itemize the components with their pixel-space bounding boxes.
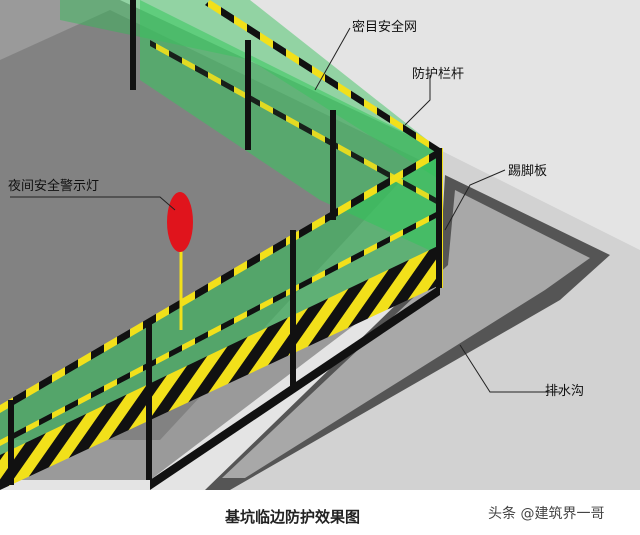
warning-lamp <box>167 192 193 252</box>
drain-ditch-inner <box>222 190 590 478</box>
front-mid-rail <box>0 210 440 446</box>
leader-lamp <box>10 196 176 211</box>
post-2 <box>146 320 152 480</box>
caption-bar <box>0 490 640 535</box>
label-lamp: 夜间安全警示灯 <box>8 178 99 194</box>
back-post-2 <box>245 40 251 150</box>
watermark: 头条 @建筑界一哥 <box>488 505 604 522</box>
right-mesh-panel <box>140 0 440 255</box>
label-mesh: 密目安全网 <box>352 19 417 35</box>
label-rail: 防护栏杆 <box>412 66 464 82</box>
front-mesh <box>0 150 440 480</box>
corner-post <box>436 148 443 288</box>
post-3 <box>8 400 14 485</box>
caption: 基坑临边防护效果图 <box>224 508 360 526</box>
leader-drain <box>459 344 560 393</box>
back-post-3 <box>130 0 136 90</box>
front-toeboard <box>0 245 440 490</box>
leader-toeboard <box>444 169 506 231</box>
back-mesh <box>60 0 440 180</box>
label-drain: 排水沟 <box>545 384 584 399</box>
back-mid-rail <box>150 40 440 206</box>
label-toeboard: 踢脚板 <box>508 163 547 179</box>
leader-mesh <box>314 27 351 91</box>
post-1 <box>290 230 296 390</box>
leader-rail <box>404 75 431 126</box>
back-post-1 <box>330 110 336 220</box>
